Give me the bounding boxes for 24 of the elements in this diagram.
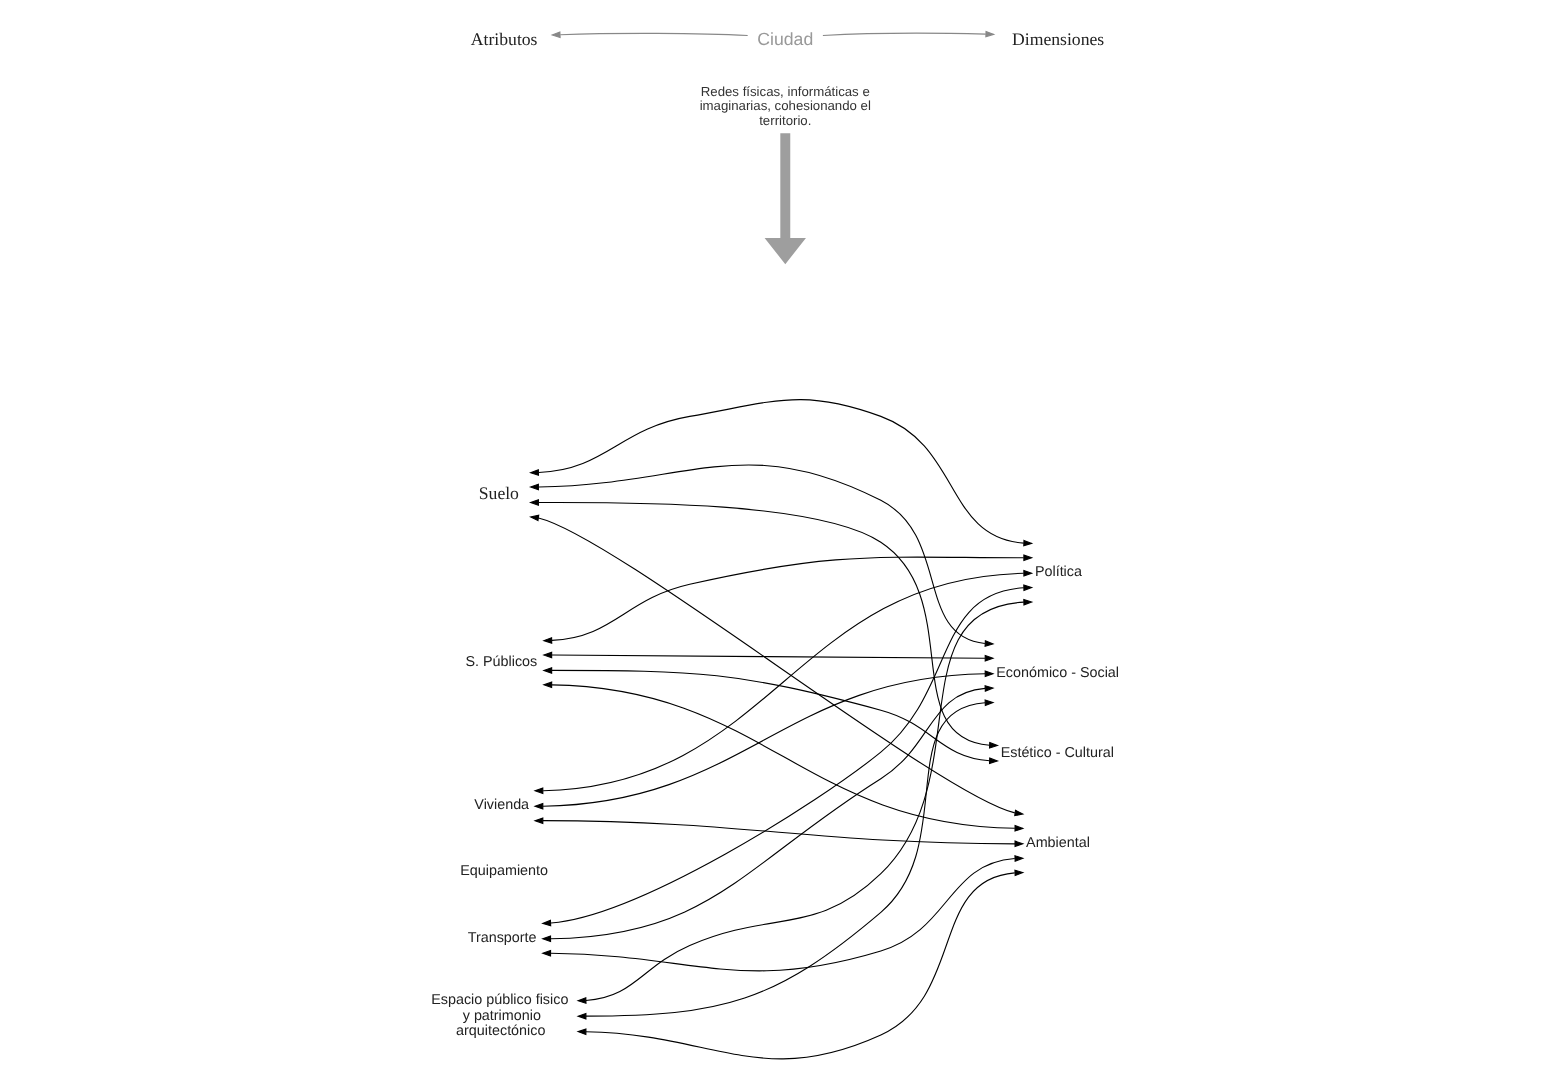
arrow bbox=[549, 31, 748, 39]
arrow bbox=[540, 684, 994, 943]
node-text: Atributos bbox=[469, 28, 537, 49]
arrow bbox=[541, 681, 1024, 832]
arrow bbox=[540, 855, 1024, 972]
node-text: Ciudad bbox=[756, 28, 813, 49]
arrow bbox=[528, 399, 1033, 547]
arrow bbox=[532, 817, 1024, 848]
arrow bbox=[528, 499, 999, 749]
arrow bbox=[821, 30, 995, 38]
arrow bbox=[540, 584, 1033, 927]
arrow bbox=[541, 554, 1033, 644]
arrow bbox=[541, 651, 994, 662]
arrow bbox=[575, 869, 1024, 1060]
arrow bbox=[528, 514, 1024, 817]
arrow bbox=[532, 670, 994, 810]
arrow bbox=[532, 569, 1033, 795]
arrow bbox=[763, 133, 805, 265]
arrow bbox=[575, 598, 1033, 1004]
arrow bbox=[541, 666, 999, 765]
arrow bbox=[575, 699, 994, 1020]
node-text: Suelo bbox=[477, 482, 518, 503]
arrow bbox=[528, 464, 994, 647]
node-text: Dimensiones bbox=[1011, 28, 1104, 49]
